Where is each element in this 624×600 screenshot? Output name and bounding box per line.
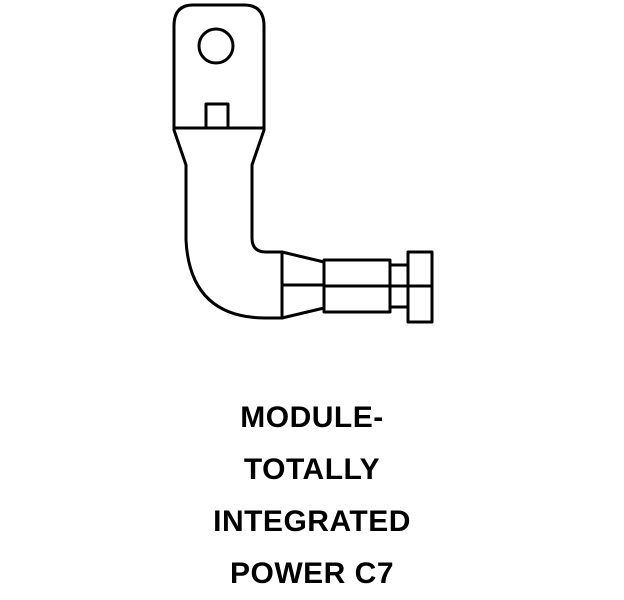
caption-line-4: POWER C7 (229, 557, 395, 590)
connector-body-upper (322, 258, 392, 288)
caption-line-2: TOTALLY (243, 453, 381, 486)
ring-hole (197, 27, 235, 65)
cable-lug-outline (172, 3, 284, 320)
connector-body-lower (322, 284, 392, 314)
caption-line-3: INTEGRATED (213, 505, 411, 538)
module-part-drawing (172, 3, 434, 324)
crimp-tab (204, 102, 230, 130)
caption: MODULE- TOTALLY INTEGRATED POWER C7 (0, 392, 624, 600)
caption-line-1: MODULE- (240, 401, 384, 434)
